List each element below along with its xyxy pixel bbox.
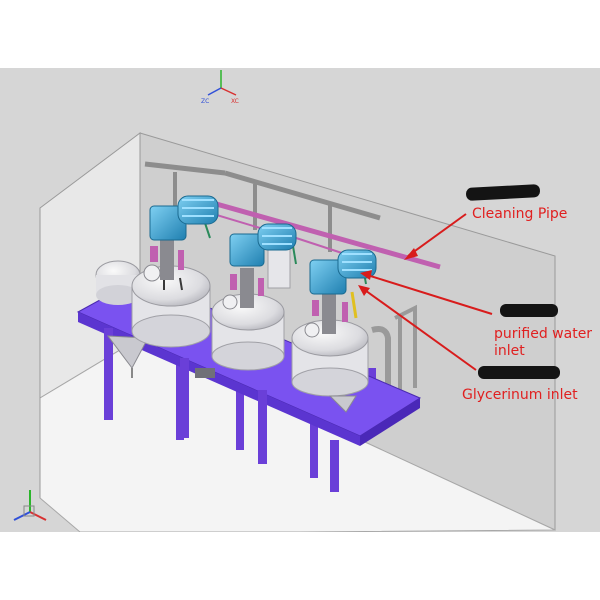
callout-glycerinum-inlet: Glycerinum inlet [462, 387, 578, 403]
axis-triad-icon: ZC XC [201, 70, 239, 105]
callout-purified-water: purified water inlet [494, 326, 592, 360]
callout-leaders [358, 213, 493, 371]
tank-cone [106, 335, 215, 378]
axis-label-x: XC [231, 98, 239, 105]
mixing-tank-1 [131, 240, 211, 348]
view-triad-icon [13, 490, 47, 521]
callout-cleaning-pipe: Cleaning Pipe [472, 206, 568, 222]
motor-1 [149, 195, 219, 241]
callout-purified-water-line2: inlet [494, 343, 525, 359]
leader-cleaning-pipe [407, 213, 467, 257]
platform-legs-front [104, 328, 339, 492]
leader-purified-water [363, 273, 493, 315]
motor-3 [309, 249, 377, 295]
equipment-drawing: ZC XC [13, 70, 556, 532]
mixing-tank-2 [211, 247, 291, 371]
overhead-pipes [144, 161, 441, 285]
tank-rear [95, 260, 141, 305]
callout-purified-water-line1: purified water [494, 326, 593, 342]
redaction-mark [500, 304, 558, 317]
mixing-tank-3 [291, 291, 369, 413]
axis-label-z: ZC [201, 98, 209, 105]
leader-glycerinum [361, 287, 477, 371]
cleaning-pipe [194, 195, 441, 270]
cad-viewport[interactable]: ZC XC Cleaning Pipe purified water inlet… [0, 68, 600, 532]
redaction-mark [478, 366, 560, 379]
side-pipework [371, 304, 417, 398]
motor-2 [229, 223, 297, 267]
